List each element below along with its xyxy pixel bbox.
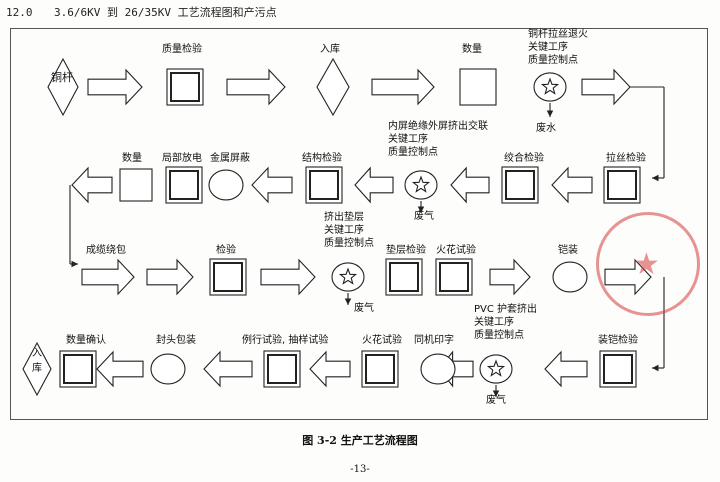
bedding-check-box-inner xyxy=(389,262,419,292)
triple-extrusion-ctrl-point-star xyxy=(411,175,431,193)
wire-drawing-ctrl-line-3: 质量控制点 xyxy=(528,55,578,66)
section-number: 12.0 xyxy=(6,6,33,19)
store-in-label-1: 入库 xyxy=(320,44,340,55)
pvc-sheath-ctrl-line-1: PVC 护套挤出 xyxy=(474,304,538,315)
spark-test-label-1: 火花试验 xyxy=(436,245,476,256)
stranding-check-label: 绞合检验 xyxy=(504,153,544,164)
quantity-confirm-label: 数量确认 xyxy=(66,335,106,346)
inspection-label: 检验 xyxy=(216,245,236,256)
quantity-box-2 xyxy=(119,168,153,202)
header-title: 3.6/6KV 到 26/35KV 工艺流程图和产污点 xyxy=(54,6,277,19)
quantity-box-1 xyxy=(459,68,497,106)
copper-rod-label: 铜杆 xyxy=(51,71,73,84)
bedding-check-label: 垫层检验 xyxy=(386,245,426,256)
quantity-label-2: 数量 xyxy=(122,153,142,164)
arrow-r4-4 xyxy=(203,350,253,388)
arrow-r4-5 xyxy=(96,350,144,388)
sync-printing-label: 同机印字 xyxy=(414,335,454,346)
arrow-r3-2 xyxy=(146,258,194,296)
spark-test-box-2-inner xyxy=(365,354,395,384)
quality-check-box-inner xyxy=(170,72,200,102)
wire-drawing-ctrl-label: 铜杆拉丝退火 关键工序 质量控制点 xyxy=(528,28,588,67)
quality-check-label: 质量检验 xyxy=(162,44,202,55)
arrow-r4-3 xyxy=(309,350,351,388)
triple-extrusion-ctrl-line-3: 质量控制点 xyxy=(388,147,438,158)
pvc-sheath-ctrl-point-star xyxy=(486,359,506,377)
wire-drawing-ctrl-line-1: 铜杆拉丝退火 xyxy=(528,29,588,40)
arrow-r4-1 xyxy=(544,350,588,388)
stranding-check-box-inner xyxy=(505,170,535,200)
figure-caption: 图 3-2 生产工艺流程图 xyxy=(302,434,418,447)
arrow-r2-1 xyxy=(551,166,593,204)
metal-shield-circle xyxy=(208,169,244,201)
arrow-r3-4 xyxy=(489,258,531,296)
armor-check-box-inner xyxy=(603,354,633,384)
partial-discharge-box-inner xyxy=(169,170,199,200)
routine-test-box-inner xyxy=(267,354,297,384)
company-seal: ★ xyxy=(596,212,700,316)
structure-check-box-inner xyxy=(309,170,339,200)
arrow-r1-2 xyxy=(226,68,286,106)
triple-extrusion-ctrl-label: 内屏绝缘外屏挤出交联 关键工序 质量控制点 xyxy=(388,120,488,159)
routine-test-label: 例行试验, 抽样试验 xyxy=(242,335,329,346)
triple-extrusion-ctrl-line-2: 关键工序 xyxy=(388,134,428,145)
arrow-r1-3 xyxy=(371,68,435,106)
diagram-frame xyxy=(10,28,708,420)
waste-gas-label-3: 废气 xyxy=(486,395,506,406)
wire-drawing-ctrl-point-star xyxy=(540,77,560,95)
filler-extrusion-ctrl-label: 挤出垫层 关键工序 质量控制点 xyxy=(324,211,374,250)
end-packing-label: 封头包装 xyxy=(156,335,196,346)
metal-shield-label: 金属屏蔽 xyxy=(210,153,250,164)
wire-drawing-check-label: 拉丝检验 xyxy=(606,153,646,164)
end-packing-circle xyxy=(150,353,186,385)
triple-extrusion-ctrl-line-1: 内屏绝缘外屏挤出交联 xyxy=(388,121,488,132)
spark-test-label-2: 火花试验 xyxy=(362,335,402,346)
sync-printing-circle xyxy=(420,353,456,385)
page-header: 12.0 3.6/6KV 到 26/35KV 工艺流程图和产污点 xyxy=(6,4,277,20)
store-in-label-2: 入库 xyxy=(32,348,42,374)
arrow-r2-5 xyxy=(71,166,113,204)
pvc-sheath-ctrl-label: PVC 护套挤出 关键工序 质量控制点 xyxy=(474,303,537,342)
waste-gas-label-1: 废气 xyxy=(414,211,434,222)
store-in-diamond-2 xyxy=(22,341,52,397)
wire-drawing-ctrl-line-2: 关键工序 xyxy=(528,42,568,53)
waste-water-label: 废水 xyxy=(536,123,556,134)
filler-extrusion-ctrl-line-1: 挤出垫层 xyxy=(324,212,364,223)
quantity-label-1: 数量 xyxy=(462,44,482,55)
quantity-confirm-box-inner xyxy=(63,354,93,384)
cabling-wrapping-label: 成缆绕包 xyxy=(86,245,126,256)
filler-extrusion-ctrl-line-3: 质量控制点 xyxy=(324,238,374,249)
pvc-sheath-ctrl-line-2: 关键工序 xyxy=(474,317,514,328)
arrow-r3-3 xyxy=(260,258,316,296)
wire-drawing-check-box-inner xyxy=(607,170,637,200)
armor-check-label: 装铠检验 xyxy=(598,335,638,346)
filler-extrusion-ctrl-point-star xyxy=(338,267,358,285)
page-number: -13- xyxy=(350,464,370,475)
arrow-r1-1 xyxy=(87,68,143,106)
armoring-circle xyxy=(552,261,588,293)
arrow-r1-4 xyxy=(581,68,631,106)
inspection-box-inner xyxy=(213,262,243,292)
spark-test-box-1-inner xyxy=(439,262,469,292)
copper-rod-diamond xyxy=(47,57,79,117)
pvc-sheath-ctrl-line-3: 质量控制点 xyxy=(474,330,524,341)
filler-extrusion-ctrl-line-2: 关键工序 xyxy=(324,225,364,236)
arrow-r2-4 xyxy=(251,166,293,204)
store-in-diamond xyxy=(316,57,350,117)
arrow-r2-2 xyxy=(450,166,490,204)
structure-check-label: 结构检验 xyxy=(302,153,342,164)
arrow-r3-1 xyxy=(81,258,135,296)
arrow-r2-3 xyxy=(354,166,394,204)
partial-discharge-label: 局部放电 xyxy=(162,153,202,164)
armoring-label: 铠装 xyxy=(558,245,578,256)
waste-gas-label-2: 废气 xyxy=(354,303,374,314)
